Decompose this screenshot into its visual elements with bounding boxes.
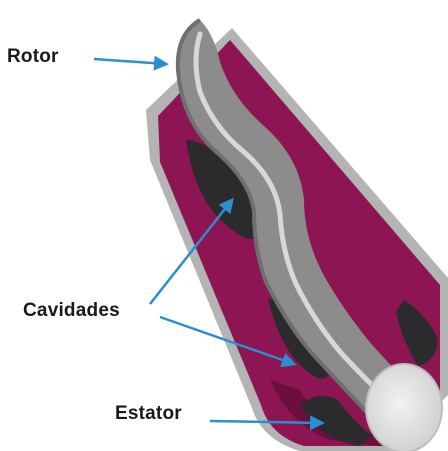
cavities-label: Cavidades [23, 300, 120, 322]
rotor-label: Rotor [7, 46, 59, 68]
rotor-arrow [94, 59, 166, 64]
stator-label: Estator [115, 403, 182, 425]
rotor-end-cap [366, 364, 442, 451]
